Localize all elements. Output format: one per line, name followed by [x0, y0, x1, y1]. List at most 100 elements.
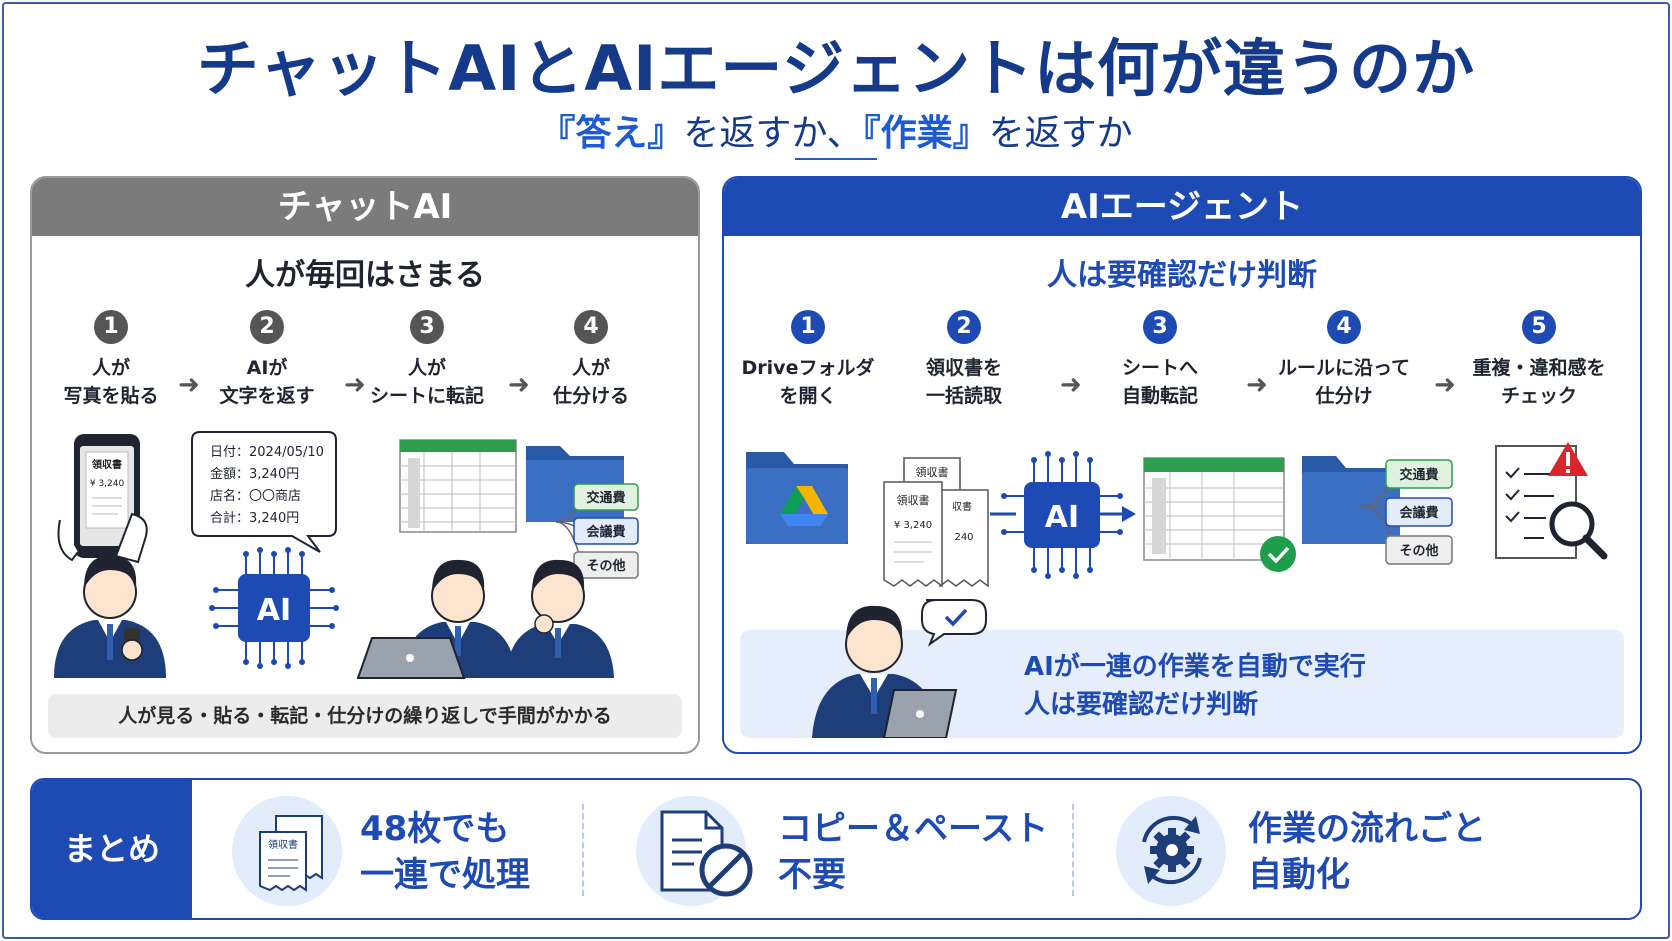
tag-other: その他: [573, 551, 639, 579]
step-number: 2: [250, 310, 284, 344]
text-result-bubble: 日付：2024/05/10 金額：3,240円 店名：〇〇商店 合計：3,240…: [191, 431, 337, 553]
receipt-icon-label: 領収書: [268, 838, 298, 851]
agent-step-4: 4 ルールに沿って仕分け: [1274, 310, 1414, 410]
tag-transport: 交通費: [573, 483, 639, 511]
page-title: チャットAIとAIエージェントは何が違うのか: [196, 32, 1476, 105]
chat-ai-panel: チャットAI 人が毎回はさまる 1 人が写真を貼る ➜ 2 AIが文字を返す ➜…: [30, 176, 700, 754]
summary-bar: まとめ 領収書 48枚でも 一連で処理 コピー＆ペースト 不要: [30, 778, 1642, 920]
arrow-right-icon: ➜: [1060, 370, 1082, 400]
summary-line2: 一連で処理: [360, 855, 530, 895]
subtitle-work: 『作業』: [862, 113, 989, 154]
step-number: 1: [94, 310, 128, 344]
arrow-right-icon: ➜: [344, 370, 366, 400]
no-copy-paste-icon: [660, 810, 753, 897]
spreadsheet-icon: [399, 439, 517, 533]
step-label-line2: を開く: [779, 385, 837, 407]
checklist-warning-icon: [1495, 442, 1608, 560]
receipt-right-title: 収書: [952, 500, 972, 513]
step-number: 4: [574, 310, 608, 344]
phone-receipt-amount: ¥ 3,240: [90, 479, 125, 489]
tag-transport: 交通費: [1385, 459, 1453, 489]
receipt-back-title: 領収書: [916, 465, 949, 479]
step-number: 4: [1327, 310, 1361, 344]
tag-label: 会議費: [586, 524, 625, 540]
ai-agent-panel: AIエージェント 人は要確認だけ判断 1 Driveフォルダを開く 2 領収書を…: [722, 176, 1642, 754]
tag-label: その他: [586, 558, 625, 574]
step-number: 3: [1143, 310, 1177, 344]
chat-ai-footer: 人が見る・貼る・転記・仕分けの繰り返しで手間がかかる: [48, 694, 682, 738]
summary-line1: 作業の流れごと: [1248, 809, 1486, 849]
step-label-line2: 一括読取: [925, 385, 1002, 407]
tag-other: その他: [1385, 535, 1453, 565]
arrow-right-icon: ➜: [178, 370, 200, 400]
agent-illustrations: 領収書 収書 240 領収書 ¥ 3,240: [746, 442, 1608, 588]
bubble-line-2: 金額：3,240円: [210, 466, 299, 482]
agent-step-5: 5 重複・違和感をチェック: [1464, 310, 1614, 410]
subtitle-answer: 『答え』: [539, 113, 684, 154]
chat-step-1: 1 人が写真を貼る: [52, 310, 170, 410]
page-subtitle: 『答え』を返すか、『作業』を返すか: [0, 104, 1672, 156]
ai-agent-footer: AIが一連の作業を自動で実行 人は要確認だけ判断: [740, 599, 1624, 738]
step-number: 1: [791, 310, 825, 344]
ai-chip-label: AI: [1045, 500, 1079, 535]
ai-chip-icon: AI: [1001, 451, 1123, 579]
spreadsheet-check-icon: [1143, 457, 1296, 572]
ai-agent-subheading: 人は要確認だけ判断: [1047, 258, 1317, 293]
step-label-line2: シートに転記: [369, 385, 484, 407]
drive-folder-icon: [746, 452, 848, 544]
agent-step-2: 2 領収書を一括読取: [904, 310, 1024, 410]
chat-step-3: 3 人がシートに転記: [366, 310, 488, 410]
tag-label: その他: [1399, 543, 1438, 559]
summary-divider: [1072, 804, 1074, 896]
summary-item-automate: 作業の流れごと 自動化: [1112, 780, 1612, 918]
receipts-stack-icon: 領収書 収書 240 領収書 ¥ 3,240: [883, 457, 989, 588]
chat-ai-subheading: 人が毎回はさまる: [245, 258, 485, 293]
ai-chip-icon: AI: [209, 547, 339, 669]
ai-chip-label: AI: [257, 593, 291, 628]
tag-meeting: 会議費: [573, 517, 639, 545]
step-label-line2: 仕分ける: [552, 385, 629, 407]
chat-illustrations: 領収書 ¥ 3,240 日付：2024/05/10 金額：3,240円 店名：〇…: [54, 431, 639, 679]
step-label-line1: 人が: [571, 357, 610, 379]
step-label-line2: チェック: [1500, 385, 1577, 407]
agent-step-3: 3 シートへ自動転記: [1100, 310, 1220, 410]
step-label-line1: 人が: [407, 357, 446, 379]
subtitle-end: を返すか: [988, 113, 1133, 154]
summary-line2: 自動化: [1248, 855, 1350, 895]
step-label-line1: AIが: [246, 357, 288, 379]
arrow-right-icon: ➜: [508, 370, 530, 400]
person-icon: [54, 555, 166, 678]
chat-ai-header: チャットAI: [32, 178, 698, 236]
flow-arrows: [990, 506, 1136, 522]
thinking-person-icon: [506, 559, 614, 678]
chat-step-4: 4 人が仕分ける: [532, 310, 650, 410]
chat-step-2: 2 AIが文字を返す: [208, 310, 326, 410]
tag-label: 会議費: [1399, 505, 1438, 521]
summary-text: 作業の流れごと 自動化: [1248, 806, 1486, 898]
arrow-right-icon: ➜: [1246, 370, 1268, 400]
phone-receipt-title: 領収書: [91, 458, 122, 471]
bubble-line-3: 店名：〇〇商店: [210, 488, 301, 504]
summary-tag: まとめ: [32, 780, 192, 918]
step-label-line1: 人が: [91, 357, 130, 379]
agent-step-1: 1 Driveフォルダを開く: [738, 310, 878, 410]
bubble-line-4: 合計：3,240円: [210, 510, 299, 526]
step-label-line2: 文字を返す: [219, 385, 315, 407]
tag-meeting: 会議費: [1385, 497, 1453, 527]
step-label-line2: 仕分け: [1315, 385, 1373, 407]
step-label-line1: ルールに沿って: [1277, 357, 1411, 379]
summary-text: コピー＆ペースト 不要: [778, 806, 1048, 898]
subtitle-underline: [795, 158, 877, 160]
tag-label: 交通費: [586, 490, 625, 506]
step-label-line1: シートへ: [1121, 357, 1198, 379]
receipts-icon: 領収書: [259, 815, 323, 892]
summary-line2: 不要: [778, 855, 846, 895]
step-number: 2: [947, 310, 981, 344]
receipt-front-amount: ¥ 3,240: [894, 520, 932, 531]
summary-line1: 48枚でも: [360, 809, 510, 849]
summary-text: 48枚でも 一連で処理: [360, 806, 530, 898]
agent-footer-line2: 人は要確認だけ判断: [1024, 690, 1259, 720]
step-label-line1: Driveフォルダ: [741, 357, 875, 379]
arrow-right-icon: ➜: [1434, 370, 1456, 400]
